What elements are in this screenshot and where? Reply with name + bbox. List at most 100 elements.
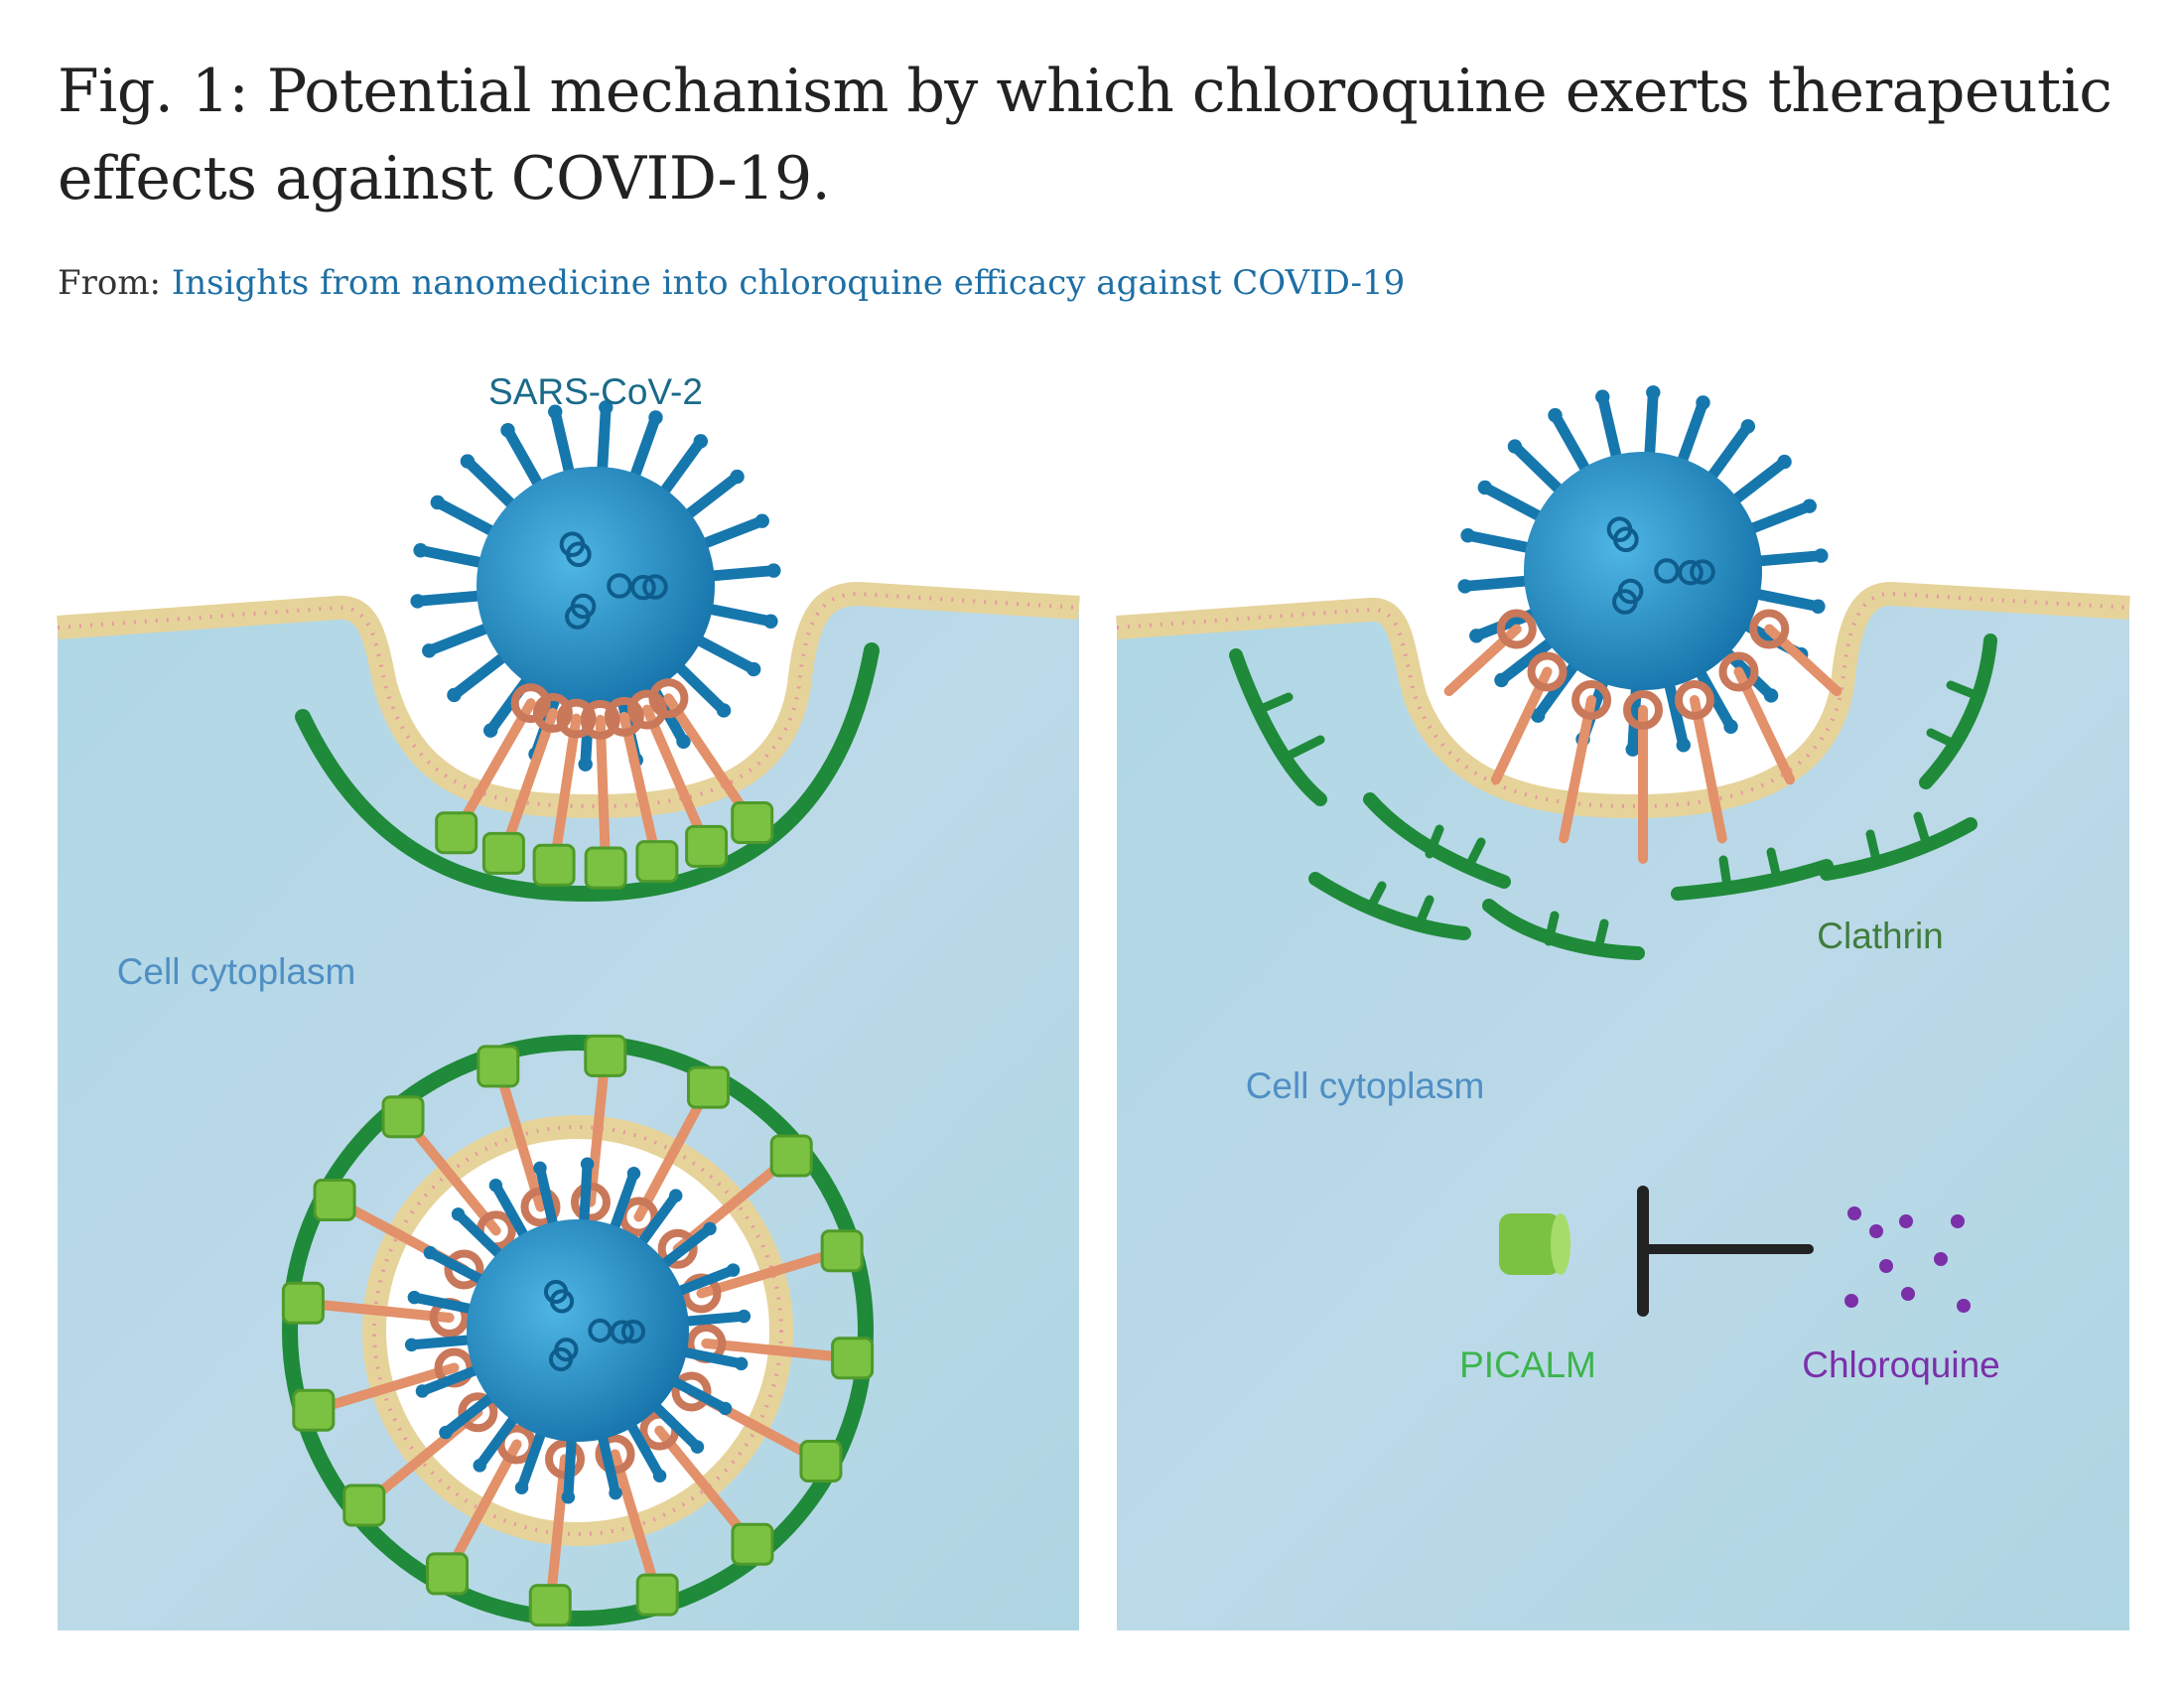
virus-surface-detail	[630, 574, 656, 601]
label-cell-cytoplasm-left: Cell cytoplasm	[117, 951, 356, 992]
virus-spike-tip	[1811, 599, 1826, 614]
picalm-adaptor	[686, 1065, 730, 1109]
receptor-binding-site	[1527, 651, 1568, 692]
chloroquine-molecule	[1847, 1206, 1861, 1220]
virus-spike-tip	[716, 703, 732, 718]
virus-spike	[670, 1344, 747, 1369]
label-sars-cov-2: SARS-CoV-2	[488, 371, 703, 412]
virus-spike-tip	[578, 757, 593, 772]
cell-membrane-right	[1116, 581, 2130, 819]
picalm-adaptor	[342, 1483, 386, 1527]
ace2-receptor	[610, 1449, 663, 1601]
virus-spike-tip	[430, 494, 446, 510]
chloroquine-molecule	[1869, 1224, 1883, 1238]
virus-spike-tip	[423, 1245, 438, 1260]
virus-spike-tip	[1802, 498, 1817, 513]
chloroquine-molecule	[1899, 1214, 1913, 1228]
virus-spike	[667, 654, 730, 716]
picalm-adaptor	[831, 1337, 875, 1380]
receptor-binding-site	[532, 692, 573, 733]
virus-spike-tip	[763, 614, 778, 629]
virus-spike	[412, 589, 494, 607]
virus-spike-tip	[718, 1401, 733, 1416]
picalm-adaptor	[381, 1095, 425, 1139]
clathrin-leg	[1593, 918, 1609, 953]
ace2-receptor	[1689, 695, 1727, 844]
picalm-adaptor	[435, 811, 478, 855]
virus-spike-tip	[415, 1384, 430, 1398]
picalm-adaptor	[731, 800, 774, 844]
virus-spike-tip	[1740, 419, 1756, 434]
virus-spike-tip	[460, 454, 476, 469]
figure-source: From: Insights from nanomedicine into ch…	[58, 263, 1405, 303]
picalm-adaptor	[635, 840, 679, 884]
clathrin-fragment	[1229, 648, 1327, 806]
receptor-binding-site	[580, 699, 620, 740]
receptor-binding-site	[458, 1392, 498, 1433]
virus-spike-tip	[451, 1207, 466, 1221]
virus-spike-tip	[1494, 672, 1509, 688]
clathrin-leg	[1865, 829, 1881, 865]
right-panel-inhibition: Clathrin Cell cytoplasm PICALM Chloroqui…	[1116, 385, 2130, 1630]
ace2-receptor	[308, 1362, 460, 1416]
chloroquine-molecules-icon	[1844, 1206, 1971, 1313]
inhibition-icon	[1637, 1186, 1814, 1317]
virus-surface-detail	[1613, 526, 1639, 553]
virus-surface-detail	[566, 541, 592, 568]
virus-surface-detail	[607, 573, 632, 599]
clathrin-leg	[1254, 692, 1294, 715]
virus-spike	[417, 1361, 490, 1396]
virus-spike-tip	[1507, 439, 1523, 454]
ace2-receptor	[696, 1245, 848, 1299]
virus-spike-tip	[422, 643, 437, 658]
extracellular-space-right	[1117, 586, 2129, 806]
source-article-link[interactable]: Insights from nanomedicine into chloroqu…	[171, 263, 1406, 303]
receptor-binding-site	[1749, 609, 1790, 649]
picalm-icon	[1499, 1213, 1570, 1275]
virus-spike-tip	[514, 1481, 529, 1494]
picalm-adaptor	[532, 843, 576, 887]
virus-spike-tip	[533, 1161, 547, 1176]
virus-spike-tip	[730, 469, 745, 485]
virus-spike	[685, 631, 759, 675]
picalm-adaptor	[820, 1229, 864, 1273]
virus-spike	[409, 1292, 485, 1317]
virus-surface-detail	[1654, 558, 1680, 584]
virus-surface-detail	[642, 574, 668, 600]
receptor-binding-site	[510, 683, 551, 724]
virus-spike	[432, 496, 506, 541]
virus-spike-tip	[410, 594, 425, 609]
ace2-receptor	[549, 713, 582, 871]
chloroquine-molecule	[1951, 1214, 1965, 1228]
clathrin-coated-vesicle	[281, 1034, 875, 1627]
receptor-binding-site	[626, 689, 667, 730]
ace2-receptor	[498, 707, 558, 859]
virus-spike-tip	[1625, 742, 1640, 757]
chloroquine-molecule	[1844, 1294, 1858, 1308]
picalm-adaptor	[769, 1134, 813, 1178]
virus-spike	[534, 1163, 561, 1238]
virus-spike-tip	[652, 1469, 667, 1483]
picalm-adaptor	[635, 1573, 679, 1617]
picalm-adaptor	[477, 1045, 520, 1088]
from-label: From:	[58, 263, 162, 303]
clathrin-leg	[1365, 881, 1387, 914]
virus-spike-tip	[734, 1356, 749, 1371]
virus-spike	[406, 1334, 483, 1350]
virus-body	[1524, 452, 1762, 690]
receptor-binding-site	[657, 1228, 698, 1269]
receptor-binding-site	[1718, 651, 1759, 692]
virus-spike-tip	[1676, 738, 1691, 753]
clathrin-cage	[282, 1035, 874, 1626]
virus-spike-tip	[1530, 708, 1546, 723]
virus-spike-tip	[648, 410, 663, 425]
virus-spike	[1459, 574, 1542, 592]
virus-spike-tip	[1460, 528, 1475, 543]
chloroquine-molecule	[1879, 1259, 1893, 1273]
ace2-receptor	[585, 1051, 611, 1207]
virus-spike	[595, 1423, 621, 1498]
virus-spike-tip	[1723, 719, 1738, 734]
virus-spike-tip	[1696, 395, 1710, 410]
picalm-adaptor	[731, 1522, 774, 1566]
ace2-receptor	[298, 1298, 455, 1324]
